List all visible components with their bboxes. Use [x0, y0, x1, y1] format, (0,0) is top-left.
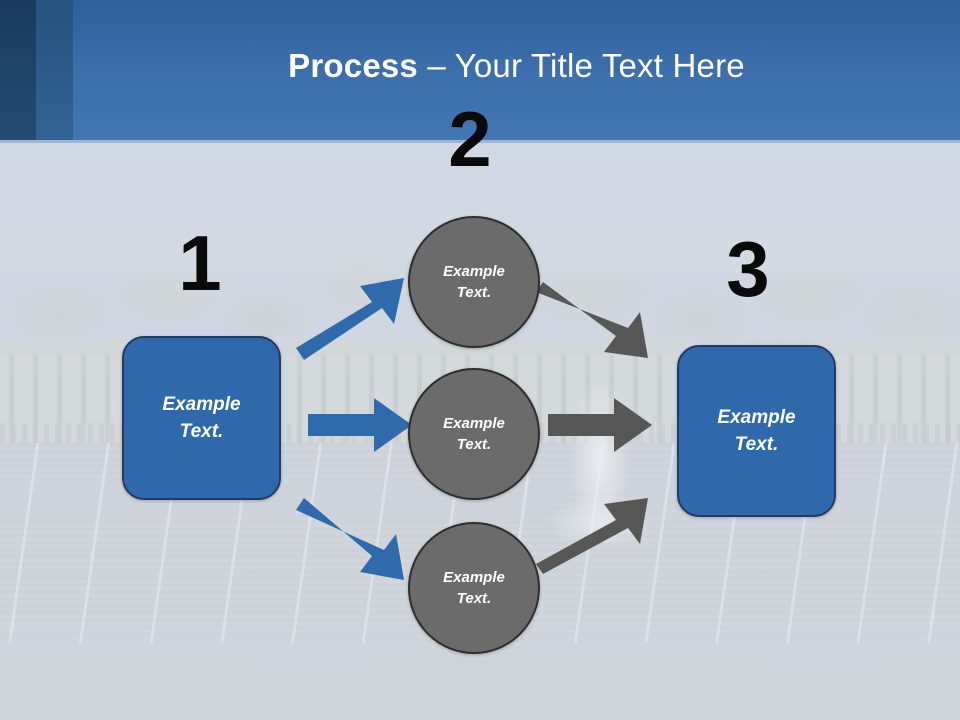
- process-circle-3[interactable]: Example Text.: [408, 522, 540, 654]
- process-circle-2-label: Example Text.: [443, 415, 505, 453]
- step-number-3: 3: [726, 225, 770, 313]
- page-title: Process – Your Title Text Here: [73, 46, 960, 86]
- process-box-start-label: Example Text.: [162, 394, 241, 442]
- page-title-strong: Process: [288, 47, 418, 84]
- process-box-end[interactable]: Example Text.: [677, 345, 836, 517]
- header-bottom-rule: [0, 140, 960, 143]
- arrow-gray-right-icon[interactable]: [548, 398, 652, 452]
- header-background: [0, 0, 960, 140]
- arrow-gray-down-right-icon[interactable]: [536, 282, 652, 360]
- process-box-start[interactable]: Example Text.: [122, 336, 281, 500]
- process-circle-2[interactable]: Example Text.: [408, 368, 540, 500]
- slide-header: Process – Your Title Text Here: [0, 0, 960, 143]
- process-circle-1-label: Example Text.: [443, 263, 505, 301]
- header-accent-band-dark: [0, 0, 36, 140]
- process-box-end-label: Example Text.: [717, 407, 796, 455]
- arrow-blue-up-right-icon[interactable]: [296, 276, 408, 360]
- step-number-1: 1: [178, 219, 222, 307]
- photo-fountain-plume: [510, 343, 690, 543]
- arrow-blue-right-icon[interactable]: [308, 398, 412, 452]
- process-circle-3-label: Example Text.: [443, 569, 505, 607]
- step-number-2: 2: [448, 95, 492, 183]
- header-accent-band-mid: [36, 0, 73, 140]
- arrow-gray-up-right-icon[interactable]: [536, 496, 652, 574]
- process-circle-1[interactable]: Example Text.: [408, 216, 540, 348]
- page-title-light: – Your Title Text Here: [417, 47, 745, 84]
- arrow-blue-down-right-icon[interactable]: [296, 498, 408, 582]
